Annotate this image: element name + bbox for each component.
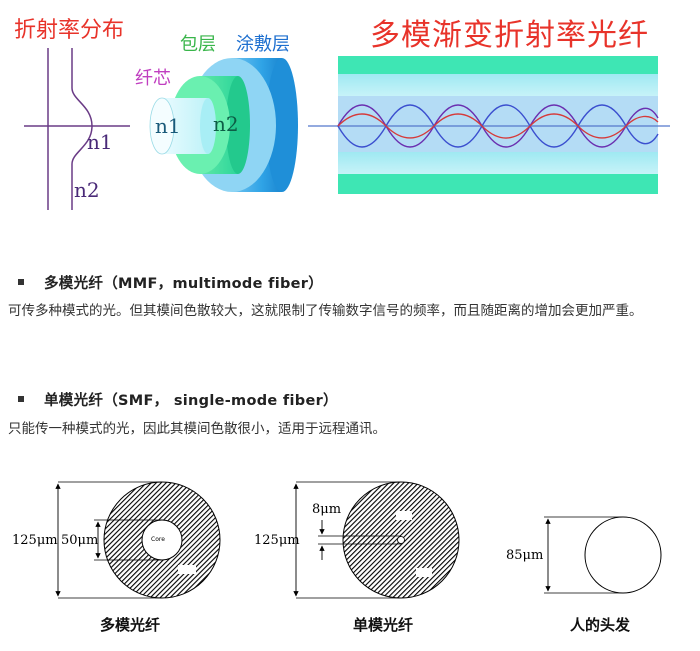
sm-caption: 单模光纤 xyxy=(352,616,413,634)
sm-inner-dim: 8μm xyxy=(312,502,342,517)
smf-heading: 单模光纤（SMF， single-mode fiber） xyxy=(44,393,338,409)
top-figure-svg xyxy=(24,48,670,210)
ray-purple xyxy=(337,104,659,148)
graded-fiber-title: 多模渐变折射率光纤 xyxy=(370,18,649,53)
hair-diagram xyxy=(544,516,662,594)
refractive-index-title: 折射率分布 xyxy=(14,18,125,43)
mmf-heading: 多模光纤（MMF，multimode fiber） xyxy=(44,276,324,292)
top-figure: 折射率分布 n1 n2 纤芯 包层 涂敷层 n1 n2 多模渐变折射率光纤 xyxy=(0,0,700,258)
bottom-figure-svg xyxy=(55,481,662,599)
sm-outer-dim: 125μm xyxy=(254,533,300,548)
singlemode-diagram xyxy=(293,481,460,599)
cylinder-n2-label: n2 xyxy=(213,112,239,136)
hair-dim: 85μm xyxy=(506,548,544,563)
ray-blue xyxy=(337,104,659,148)
smf-description: 只能传一种模式的光，因此其模间色散很小，适用于远程通讯。 xyxy=(8,421,386,437)
cladding-label: 包层 xyxy=(180,34,216,55)
bottom-figure: 125μm 50μm Core 多模光纤 125μm 8μm 单模光纤 85μm… xyxy=(0,470,700,647)
profile-n2-label: n2 xyxy=(74,178,100,202)
mm-caption: 多模光纤 xyxy=(99,616,160,634)
core-label: 纤芯 xyxy=(135,68,171,89)
mmf-bullet xyxy=(18,279,24,285)
cylinder-n1-label: n1 xyxy=(155,114,181,138)
smf-bullet xyxy=(18,396,24,402)
mm-inner-dim: 50μm xyxy=(61,533,99,548)
mmf-description: 可传多种模式的光。但其模间色散较大，这就限制了传输数字信号的频率，而且随距离的增… xyxy=(8,303,643,319)
hair-caption: 人的头发 xyxy=(569,616,630,634)
multimode-diagram xyxy=(55,481,221,599)
mm-outer-dim: 125μm xyxy=(12,533,58,548)
mm-core-word: Core xyxy=(151,536,165,543)
ray-red xyxy=(337,113,659,139)
graded-fiber xyxy=(308,56,670,194)
coating-label: 涂敷层 xyxy=(236,34,290,55)
fiber-cylinder xyxy=(149,58,298,192)
profile-n1-label: n1 xyxy=(87,130,113,154)
profile-curve xyxy=(71,48,93,210)
